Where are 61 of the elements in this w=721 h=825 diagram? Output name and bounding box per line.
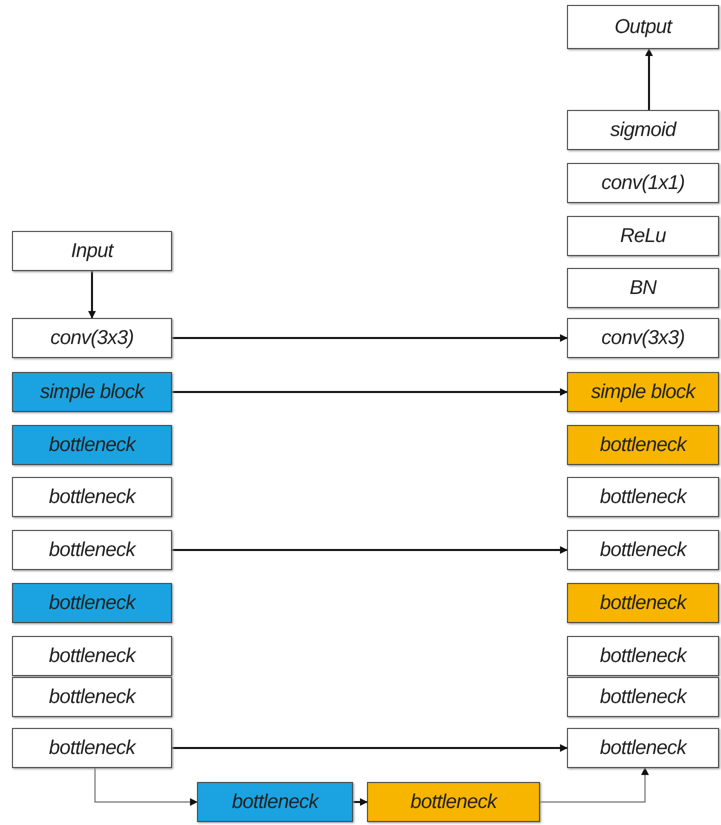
- layer-box: [12, 636, 172, 676]
- layer-box: [367, 782, 540, 822]
- arrow: [353, 798, 368, 806]
- layer-label: bottleneck: [48, 538, 136, 562]
- layer-box: [12, 372, 172, 412]
- layer-label: simple block: [590, 380, 696, 404]
- layer-label: bottleneck: [600, 486, 686, 508]
- layer-box: [12, 477, 172, 517]
- layer-box: [567, 5, 719, 49]
- layer-box: [567, 268, 719, 308]
- layer-box: [12, 231, 172, 271]
- layer-box: [12, 677, 172, 717]
- layer-label: bottleneck: [600, 686, 686, 708]
- layer-box: [12, 318, 172, 358]
- layer-label: bottleneck: [48, 686, 136, 708]
- layer-box: [567, 636, 719, 676]
- arrow: [172, 744, 568, 752]
- layer-label: bottleneck: [600, 644, 686, 668]
- layer-box: [567, 110, 719, 150]
- layer-box: [12, 728, 172, 768]
- layer-box: [567, 477, 719, 517]
- layer-box: [567, 728, 719, 768]
- layer-label: bottleneck: [48, 592, 136, 614]
- layer-box: [567, 163, 719, 203]
- layer-box: [567, 216, 719, 256]
- layer-label: bottleneck: [48, 486, 136, 508]
- layer-label: Output: [614, 16, 672, 38]
- layer-label: bottleneck: [232, 790, 318, 814]
- layer-label: Input: [71, 240, 113, 262]
- arrow: [94, 768, 198, 806]
- arrow: [172, 546, 568, 554]
- layer-label: conv(3x3): [50, 326, 134, 350]
- arrow: [645, 48, 653, 110]
- arrow: [172, 388, 568, 396]
- layer-label: bottleneck: [48, 736, 136, 760]
- arrow: [540, 767, 649, 803]
- layer-label: conv(3x3): [601, 326, 685, 350]
- layer-label: bottleneck: [48, 434, 136, 456]
- layer-label: sigmoid: [610, 118, 676, 142]
- layer-box: [567, 530, 719, 570]
- layer-box: [197, 782, 353, 822]
- layer-box: [12, 425, 172, 465]
- layer-box: [567, 583, 719, 623]
- arrow: [172, 334, 568, 342]
- layer-label: bottleneck: [600, 434, 686, 456]
- layer-box: [12, 583, 172, 623]
- layer-box: [567, 425, 719, 465]
- layer-box: [567, 318, 719, 358]
- layer-label: ReLu: [620, 224, 666, 248]
- layer-label: BN: [630, 276, 656, 300]
- arrow: [88, 271, 96, 319]
- layer-box: [567, 372, 719, 412]
- layer-label: conv(1x1): [601, 172, 685, 194]
- layer-label: bottleneck: [600, 736, 686, 760]
- layer-box: [567, 677, 719, 717]
- layer-label: bottleneck: [600, 538, 686, 562]
- layer-label: bottleneck: [600, 592, 686, 614]
- layer-label: simple block: [40, 380, 144, 404]
- layer-label: bottleneck: [48, 644, 136, 668]
- layer-label: bottleneck: [410, 790, 497, 814]
- layer-box: [12, 530, 172, 570]
